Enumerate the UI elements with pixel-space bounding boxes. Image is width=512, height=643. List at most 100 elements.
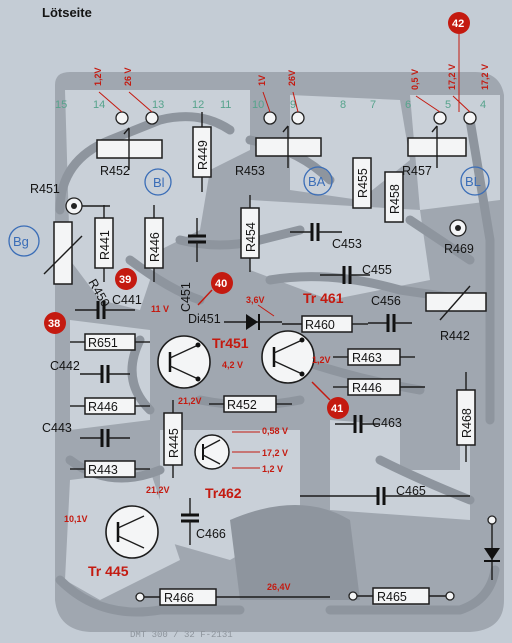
svg-text:R465: R465 [377, 590, 407, 604]
resistor-r463: R446 [333, 378, 425, 396]
diode-right [484, 515, 500, 580]
svg-text:R451: R451 [30, 182, 60, 196]
transistor-tr462: Tr462 [194, 434, 242, 501]
capacitor-c465: C465 [300, 484, 470, 505]
svg-text:R443: R443 [88, 463, 118, 477]
adjust-marker-bl: BL [460, 166, 490, 196]
capacitor-c453: C453 [290, 223, 362, 251]
svg-text:17,2 V: 17,2 V [447, 64, 457, 90]
svg-text:Bl: Bl [153, 175, 165, 190]
svg-text:R452: R452 [100, 164, 130, 178]
svg-text:Bg: Bg [13, 234, 29, 249]
resistor-r452-lower: R452 [209, 395, 292, 413]
capacitor-c441: C441 [75, 293, 142, 319]
svg-text:26V: 26V [287, 70, 297, 86]
svg-text:11: 11 [220, 99, 231, 111]
resistor-r446: R446 [144, 205, 164, 282]
svg-text:1V: 1V [257, 75, 267, 86]
resistor-r458: R458 [384, 171, 404, 223]
svg-text:1,2 V: 1,2 V [262, 464, 283, 474]
svg-text:R468: R468 [460, 408, 474, 438]
resistor-r468: R468 [456, 372, 476, 462]
page-title: Lötseite [42, 5, 92, 20]
svg-text:R449: R449 [196, 140, 210, 170]
resistor-r442: R651 [70, 333, 150, 351]
svg-text:40: 40 [215, 278, 227, 290]
resistor-r455: R460 [282, 315, 368, 333]
svg-text:21,2V: 21,2V [178, 396, 202, 406]
test-point-42: 42 [448, 12, 470, 112]
test-point-39: 39 [115, 268, 137, 290]
svg-text:C443: C443 [42, 421, 72, 435]
svg-text:R466: R466 [164, 591, 194, 605]
svg-text:C463: C463 [372, 416, 402, 430]
svg-text:R455: R455 [356, 168, 370, 198]
capacitor-c455: C455 [320, 263, 392, 284]
adjust-marker-bg: Bg [8, 225, 40, 257]
resistor-r445: R445 [163, 400, 183, 478]
voltage-annotations: 11 V 3,6V 4,2 V 1,2V 21,2V 0,58 V 17,2 V… [64, 295, 331, 592]
transistor-tr451: Tr451 [157, 335, 249, 389]
svg-text:1,2V: 1,2V [312, 355, 331, 365]
adjust-marker-ba: BA [303, 166, 333, 196]
svg-text:0,5 V: 0,5 V [410, 69, 420, 90]
svg-text:C441: C441 [112, 293, 142, 307]
pin-numbers: 15 14 13 12 11 10 9 8 7 6 5 4 [55, 99, 486, 111]
resistor-r469: R469 [444, 219, 474, 256]
svg-text:9: 9 [290, 99, 296, 111]
transistor-tr445: Tr 445 [88, 505, 159, 579]
capacitor-c463: C463 [335, 415, 402, 433]
svg-text:4,2 V: 4,2 V [222, 360, 243, 370]
svg-text:6: 6 [405, 99, 411, 111]
svg-text:5: 5 [445, 99, 451, 111]
svg-text:R457: R457 [402, 164, 432, 178]
trimmer-r452: R452 [96, 127, 163, 178]
resistor-r446-lower: R446 [70, 397, 150, 415]
svg-text:Tr462: Tr462 [205, 485, 242, 501]
svg-text:C442: C442 [50, 359, 80, 373]
svg-text:R463: R463 [352, 351, 382, 365]
svg-text:R446: R446 [148, 232, 162, 262]
capacitor-c466: C466 [181, 498, 226, 545]
svg-text:R651: R651 [88, 336, 118, 350]
test-point-41: 41 [311, 381, 349, 419]
svg-text:12: 12 [192, 99, 204, 111]
svg-text:10: 10 [252, 99, 264, 111]
svg-text:R452: R452 [227, 398, 257, 412]
svg-text:Tr 461: Tr 461 [303, 290, 344, 306]
svg-text:7: 7 [370, 99, 376, 111]
svg-text:42: 42 [452, 18, 464, 30]
trimmer-r457: R457 [402, 125, 467, 178]
svg-text:3,6V: 3,6V [246, 295, 265, 305]
capacitor-c456: C456 [368, 294, 412, 332]
svg-text:R454: R454 [244, 222, 258, 252]
footer-label: DMT 300 / 32 F-2131 [130, 630, 233, 640]
trimmer-r460: R442 [425, 285, 487, 343]
svg-text:R458: R458 [388, 184, 402, 214]
capacitor-c442: C442 [50, 359, 130, 383]
svg-text:R460: R460 [305, 318, 335, 332]
trimmer-r453: R453 [235, 125, 322, 178]
adjust-marker-b: Bl [144, 168, 172, 196]
svg-text:13: 13 [152, 99, 164, 111]
transistor-tr461: Tr 461 [261, 290, 344, 384]
svg-text:21,2V: 21,2V [146, 485, 170, 495]
svg-text:R442: R442 [440, 329, 470, 343]
ground-plane [400, 330, 460, 470]
svg-text:C465: C465 [396, 484, 426, 498]
svg-text:0,58 V: 0,58 V [262, 426, 288, 436]
svg-text:1,2V: 1,2V [93, 67, 103, 86]
resistor-r651: R463 [333, 348, 415, 366]
svg-text:17,2 V: 17,2 V [262, 448, 288, 458]
svg-text:BA: BA [308, 174, 326, 189]
svg-text:11 V: 11 V [151, 304, 169, 314]
resistor-r456: R455 [352, 157, 372, 209]
test-point-40: 40 [197, 272, 233, 306]
svg-text:R446: R446 [88, 400, 118, 414]
svg-text:8: 8 [340, 99, 346, 111]
svg-text:14: 14 [93, 99, 105, 111]
resistor-r454: R454 [240, 195, 260, 272]
svg-text:Tr 445: Tr 445 [88, 563, 129, 579]
